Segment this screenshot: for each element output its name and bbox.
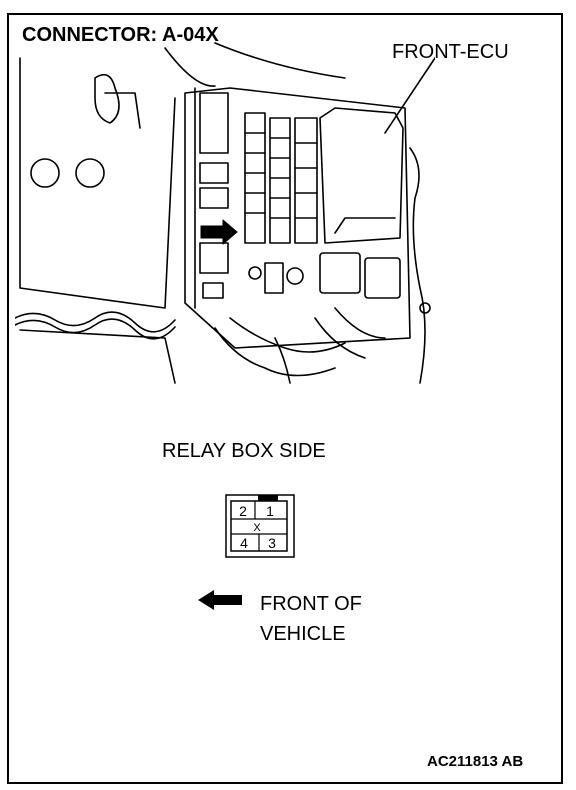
left-hole-2 bbox=[75, 158, 105, 188]
relay-box-side-label: RELAY BOX SIDE bbox=[162, 440, 326, 462]
front-ecu-label: FRONT-ECU bbox=[392, 41, 509, 63]
pin-4: 4 bbox=[240, 535, 248, 551]
connector-pin-diagram: 2 1 X 4 3 bbox=[225, 494, 295, 558]
fuse-array bbox=[244, 112, 318, 244]
relay-box-outline bbox=[184, 87, 411, 349]
connector-lock-tab bbox=[258, 495, 278, 501]
left-panel bbox=[19, 57, 176, 309]
reference-code: AC211813 AB bbox=[427, 753, 524, 770]
left-hole-1 bbox=[30, 158, 60, 188]
relay-box-illustration bbox=[15, 42, 435, 384]
front-of-vehicle-line2: VEHICLE bbox=[260, 623, 346, 645]
callout-line bbox=[384, 57, 435, 134]
pin-1: 1 bbox=[266, 503, 274, 519]
front-of-vehicle-line1: FRONT OF bbox=[260, 593, 362, 615]
center-mark: X bbox=[253, 522, 261, 534]
left-arrow-icon bbox=[198, 590, 242, 610]
diagram-frame bbox=[7, 13, 563, 784]
diagram-title: CONNECTOR: A-04X bbox=[22, 24, 219, 46]
clip-shape bbox=[94, 73, 120, 124]
connector-pointer-arrow bbox=[200, 219, 238, 245]
pin-3: 3 bbox=[268, 535, 276, 551]
front-ecu-cover bbox=[319, 107, 404, 244]
pin-2: 2 bbox=[239, 503, 247, 519]
